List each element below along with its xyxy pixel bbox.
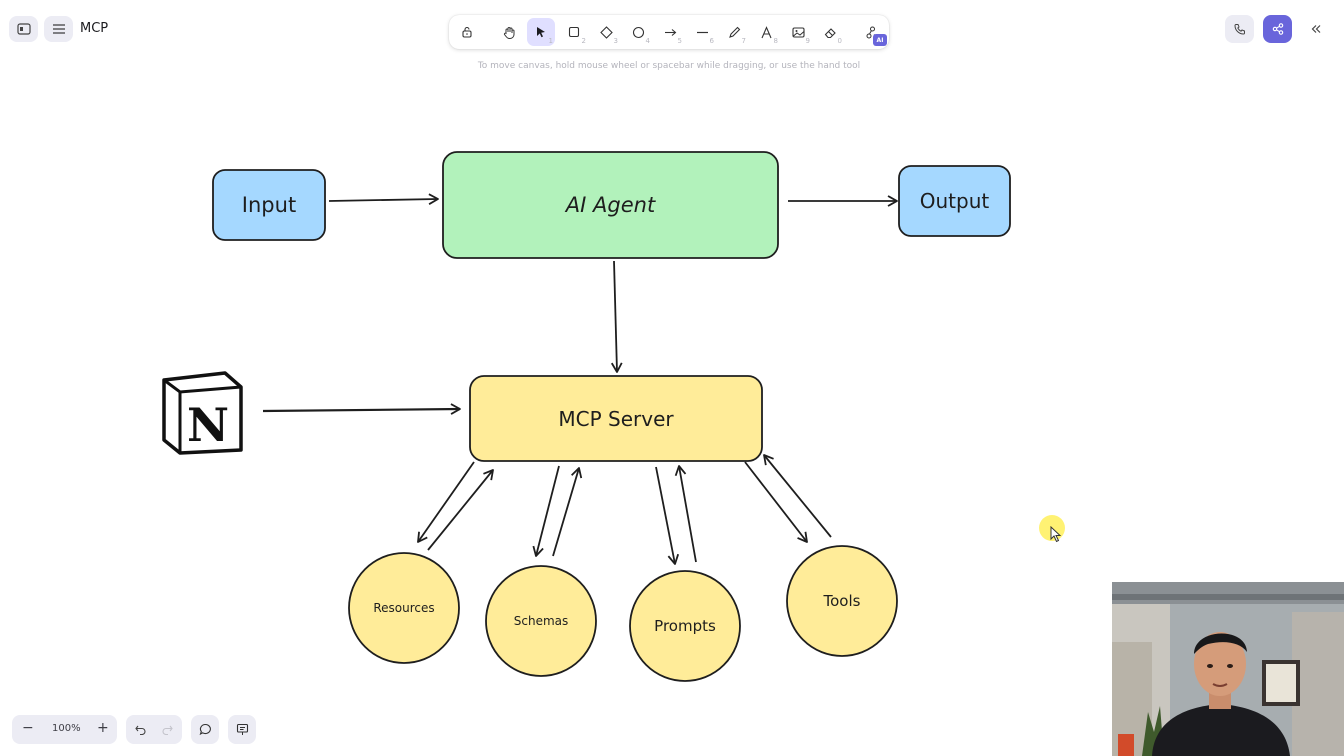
arrow-tools-to-server[interactable] — [763, 454, 832, 538]
tool-image[interactable]: 9 — [784, 18, 812, 46]
prompts-circle[interactable] — [629, 570, 741, 682]
ai-badge: AI — [873, 34, 887, 46]
phone-icon — [1233, 24, 1245, 35]
tool-eraser[interactable]: 0 — [816, 18, 844, 46]
tool-lock[interactable] — [453, 18, 481, 46]
rectangle-icon — [568, 26, 580, 38]
text-icon — [760, 25, 772, 38]
share-button[interactable] — [1263, 15, 1292, 43]
double-chevron-left-icon — [1311, 25, 1321, 33]
zoom-controls: − 100% + — [12, 715, 117, 744]
mcp-server-label: MCP Server — [558, 406, 674, 431]
mcp-server-box[interactable] — [469, 375, 763, 462]
tool-key-label: 5 — [677, 37, 682, 45]
tool-key-label: 1 — [548, 37, 553, 45]
zoom-level[interactable]: 100% — [52, 723, 81, 734]
arrow-server-to-schemas[interactable] — [532, 465, 560, 557]
selection-icon — [537, 27, 545, 38]
share-icon — [1272, 23, 1283, 35]
comment-icon — [199, 723, 211, 736]
tool-ellipse[interactable]: 4 — [624, 18, 652, 46]
tool-text[interactable]: 8 — [752, 18, 780, 46]
line-icon — [696, 31, 708, 33]
diamond-icon — [599, 25, 613, 39]
ai-agent-box[interactable] — [442, 151, 779, 259]
collapse-panel-button[interactable] — [1302, 15, 1330, 43]
arrow-server-to-prompts[interactable] — [655, 466, 680, 565]
document-title[interactable]: MCP — [80, 21, 109, 36]
arrow-icon — [664, 28, 676, 36]
tool-key-label: 8 — [773, 37, 778, 45]
hamburger-icon — [52, 24, 65, 34]
prompts-label: Prompts — [654, 617, 716, 635]
tool-key-label: 9 — [805, 37, 810, 45]
input-box[interactable] — [212, 169, 326, 241]
arrow-resources-to-server[interactable] — [427, 469, 494, 551]
output-box[interactable] — [898, 165, 1011, 237]
tool-arrow[interactable]: 5 — [656, 18, 684, 46]
tools-label: Tools — [823, 592, 861, 610]
arrow-server-to-tools[interactable] — [744, 461, 808, 543]
tool-rectangle[interactable]: 2 — [560, 18, 588, 46]
zoom-out-button[interactable]: − — [22, 720, 34, 736]
presentation-button[interactable] — [228, 715, 256, 744]
arrow-input-to-agent[interactable] — [328, 193, 439, 205]
notion-logo-letter: N — [187, 398, 229, 452]
notion-logo[interactable]: N — [162, 371, 243, 455]
shape-toolbar: 1 2 3 4 5 6 7 — [449, 15, 889, 49]
call-button[interactable] — [1225, 15, 1254, 43]
webcam-scene — [1112, 582, 1344, 756]
slides-icon — [236, 723, 248, 735]
comment-button[interactable] — [191, 715, 219, 744]
tools-circle[interactable] — [786, 545, 898, 657]
draw-icon — [728, 26, 740, 38]
input-label: Input — [241, 193, 297, 217]
tool-key-label: 4 — [645, 37, 650, 45]
ellipse-icon — [632, 26, 644, 38]
arrow-schemas-to-server[interactable] — [552, 467, 583, 557]
tool-key-label: 0 — [837, 37, 842, 45]
sidebar-toggle-button[interactable] — [9, 16, 38, 42]
tool-selection[interactable]: 1 — [527, 18, 555, 46]
resources-label: Resources — [373, 601, 435, 615]
tool-diamond[interactable]: 3 — [592, 18, 620, 46]
arrow-server-to-resources[interactable] — [417, 461, 475, 543]
image-icon — [791, 26, 805, 38]
main-menu-button[interactable] — [44, 16, 73, 42]
arrow-notion-to-server[interactable] — [262, 403, 461, 415]
hand-icon — [503, 26, 514, 39]
resources-circle[interactable] — [348, 552, 460, 664]
lock-icon — [462, 26, 472, 38]
ai-agent-label: AI Agent — [565, 193, 656, 217]
arrow-prompts-to-server[interactable] — [674, 465, 697, 563]
mouse-cursor-icon — [1050, 526, 1062, 543]
zoom-in-button[interactable]: + — [97, 720, 109, 736]
sidebar-icon — [16, 23, 31, 35]
output-label: Output — [919, 189, 990, 213]
webcam-video — [1112, 582, 1344, 756]
tool-hand[interactable] — [495, 18, 523, 46]
canvas-hint: To move canvas, hold mouse wheel or spac… — [477, 61, 861, 71]
redo-icon[interactable] — [162, 724, 173, 735]
history-controls — [126, 715, 182, 744]
eraser-icon — [824, 27, 836, 38]
tool-key-label: 2 — [581, 37, 586, 45]
tool-line[interactable]: 6 — [688, 18, 716, 46]
undo-icon[interactable] — [135, 724, 146, 735]
schemas-label: Schemas — [513, 614, 569, 628]
schemas-circle[interactable] — [485, 565, 597, 677]
tool-draw[interactable]: 7 — [720, 18, 748, 46]
tool-key-label: 7 — [741, 37, 746, 45]
arrow-agent-to-server[interactable] — [610, 260, 623, 373]
tool-key-label: 6 — [709, 37, 714, 45]
tool-key-label: 3 — [613, 37, 618, 45]
